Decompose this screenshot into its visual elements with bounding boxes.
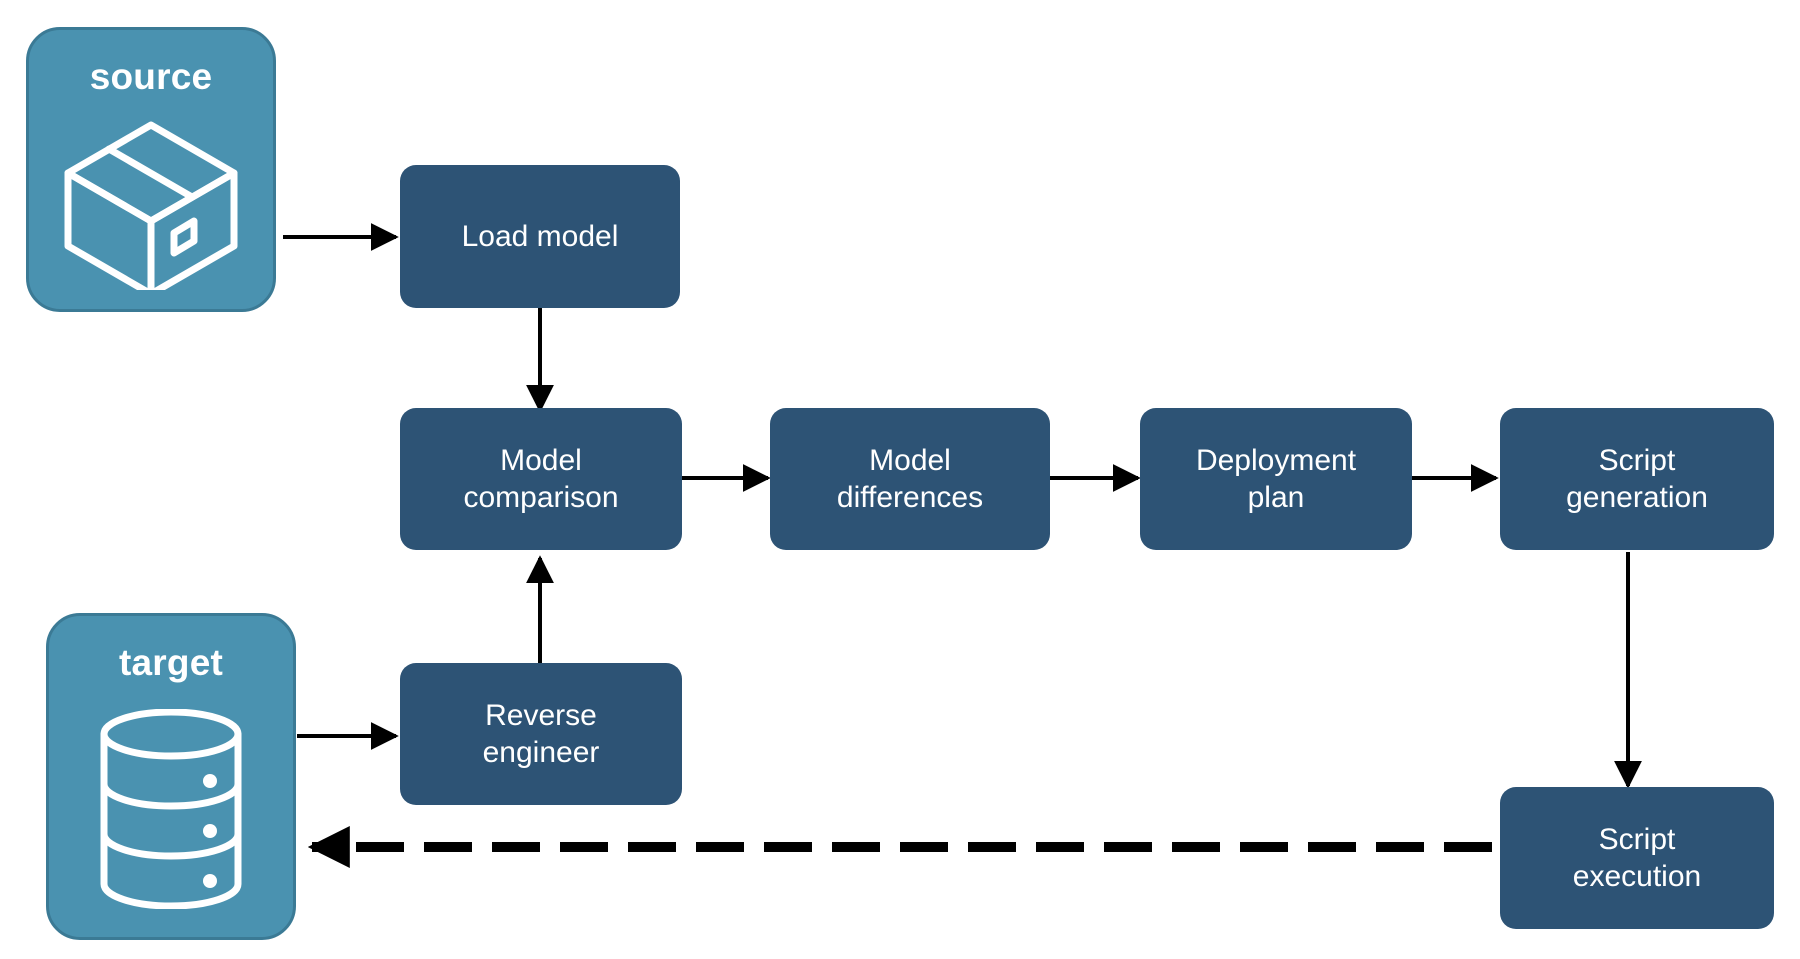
process-reverse-engineer-line-0: Reverse	[485, 698, 597, 732]
process-reverse-engineer-line-1: engineer	[482, 736, 600, 769]
process-reverse-engineer[interactable]: Reverse engineer	[400, 663, 682, 805]
process-deployment-plan-line-0: Deployment	[1195, 443, 1357, 477]
process-script-execution-line-1: execution	[1572, 860, 1702, 893]
endpoint-source-label: source	[89, 56, 213, 97]
process-model-differences[interactable]: Model differences	[770, 408, 1050, 550]
process-script-generation-line-0: Script	[1598, 443, 1676, 477]
process-model-comparison-text: Model comparison	[463, 442, 618, 517]
endpoint-target-label: target	[119, 642, 223, 683]
process-load-model-line-0: Load model	[461, 219, 619, 253]
process-model-comparison-line-1: comparison	[463, 481, 619, 514]
endpoint-target[interactable]: target	[46, 613, 296, 940]
process-script-generation-text: Script generation	[1566, 442, 1708, 517]
process-model-comparison-line-0: Model	[500, 443, 582, 477]
package-box-icon	[29, 95, 273, 309]
process-deployment-plan-text: Deployment plan	[1196, 442, 1356, 517]
process-load-model-text: Load model	[462, 218, 619, 256]
process-load-model[interactable]: Load model	[400, 165, 680, 308]
process-script-generation-line-1: generation	[1566, 481, 1708, 514]
process-model-differences-text: Model differences	[837, 442, 983, 517]
endpoint-source[interactable]: source	[26, 27, 276, 312]
process-script-execution-text: Script execution	[1573, 821, 1701, 896]
process-deployment-plan-line-1: plan	[1247, 481, 1305, 514]
process-deployment-plan[interactable]: Deployment plan	[1140, 408, 1412, 550]
process-script-generation[interactable]: Script generation	[1500, 408, 1774, 550]
process-model-differences-line-1: differences	[836, 481, 984, 514]
process-script-execution-line-0: Script	[1598, 822, 1676, 856]
process-model-comparison[interactable]: Model comparison	[400, 408, 682, 550]
process-model-differences-line-0: Model	[869, 443, 951, 477]
database-cylinder-icon	[49, 681, 293, 937]
process-reverse-engineer-text: Reverse engineer	[483, 697, 600, 772]
process-script-execution[interactable]: Script execution	[1500, 787, 1774, 929]
